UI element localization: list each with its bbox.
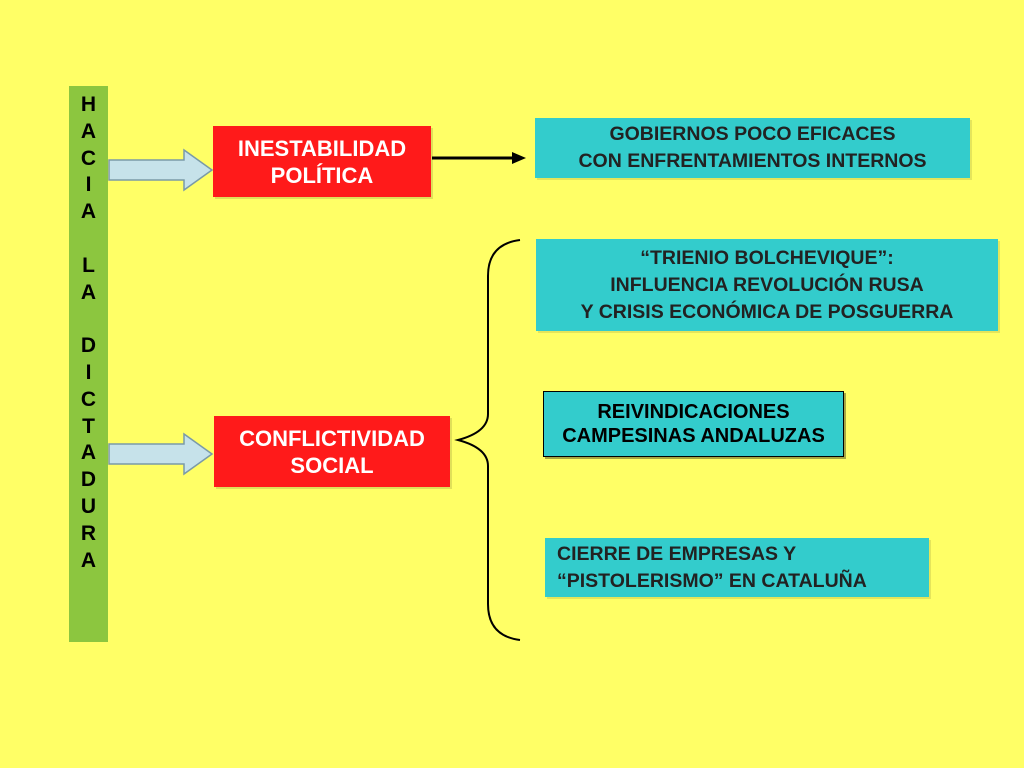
vertical-title-letter: A <box>80 200 97 224</box>
vertical-title-letter: R <box>80 521 97 545</box>
vertical-title-letter: A <box>80 548 97 572</box>
vertical-title-letter: A <box>80 119 97 143</box>
vertical-title-letter: I <box>85 173 92 197</box>
vertical-title-letter: A <box>80 441 97 465</box>
vertical-title-letter: D <box>80 334 97 358</box>
reivindicaciones-box: REIVINDICACIONES CAMPESINAS ANDALUZAS <box>543 391 844 457</box>
vertical-title-letter: D <box>80 468 97 492</box>
vertical-title-letter: H <box>80 93 97 116</box>
vertical-title-letter: C <box>80 387 97 411</box>
vertical-title-letter: I <box>85 360 92 384</box>
block-arrow-icon <box>108 432 214 476</box>
block-arrow-icon <box>108 148 214 192</box>
conflictividad-social-box: CONFLICTIVIDAD SOCIAL <box>214 416 450 487</box>
cierre-empresas-box: CIERRE DE EMPRESAS Y “PISTOLERISMO” EN C… <box>545 538 929 597</box>
arrowhead-icon <box>512 152 526 164</box>
vertical-title-letter: U <box>80 494 97 518</box>
vertical-title-letter: L <box>82 253 95 277</box>
vertical-title-letter: T <box>82 414 95 438</box>
trienio-bolchevique-box: “TRIENIO BOLCHEVIQUE”: INFLUENCIA REVOLU… <box>536 239 998 331</box>
vertical-title-letter: C <box>80 146 97 170</box>
gobiernos-box: GOBIERNOS POCO EFICACES CON ENFRENTAMIEN… <box>535 118 970 178</box>
vertical-title-letter: A <box>80 280 97 304</box>
curly-brace <box>454 239 521 641</box>
inestabilidad-politica-box: INESTABILIDAD POLÍTICA <box>213 126 431 197</box>
